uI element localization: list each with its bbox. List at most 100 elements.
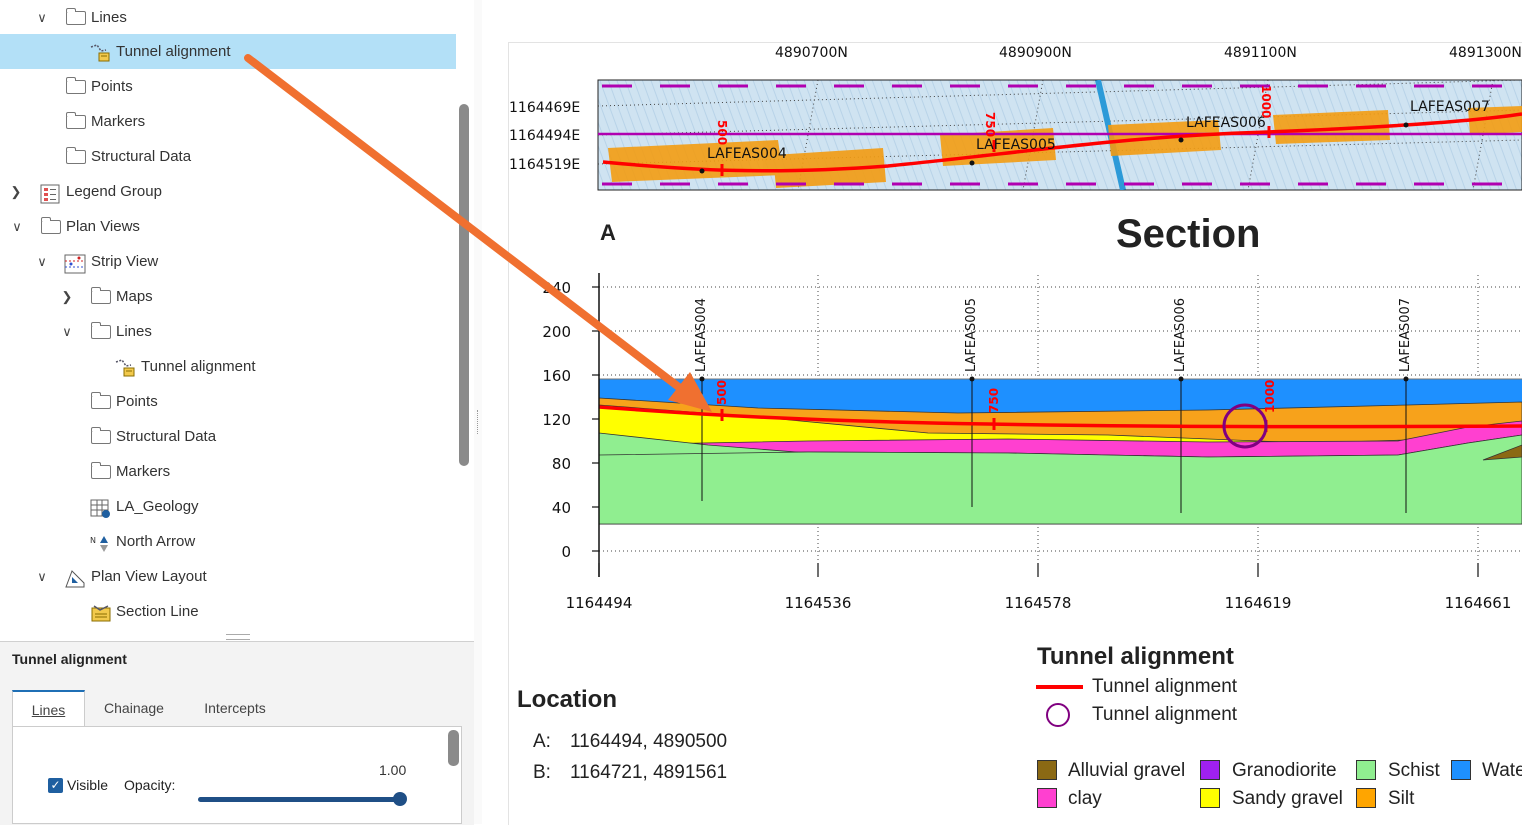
legend-unit-label: Alluvial gravel <box>1068 760 1186 781</box>
folder-icon <box>91 287 111 304</box>
tree-item-label: Plan View Layout <box>91 568 207 585</box>
northing-label: 4890900N <box>999 45 1072 61</box>
tab-lines[interactable]: Lines <box>12 690 85 726</box>
location-b-label: B: <box>533 762 551 783</box>
legend-unit-label: Silt <box>1388 788 1415 809</box>
tab-chainage[interactable]: Chainage <box>92 690 176 726</box>
legend-icon <box>40 182 60 204</box>
y-tick-label: 0 <box>561 543 571 561</box>
properties-title: Tunnel alignment <box>12 651 127 667</box>
tree-item-markers-2[interactable]: Markers <box>0 454 456 489</box>
legend-swatch-sandy-gravel <box>1200 788 1220 808</box>
folder-icon <box>66 8 86 25</box>
svg-text:N: N <box>90 536 96 545</box>
northing-label: 4891100N <box>1224 45 1297 61</box>
plan-strip-map: 4890700N 4890900N 4891100N 4891300N 1164… <box>509 45 1522 191</box>
folder-icon <box>91 392 111 409</box>
tree-item-label: Plan Views <box>66 218 140 235</box>
tree-item-north-arrow[interactable]: N North Arrow <box>0 524 456 559</box>
polyline-icon <box>114 357 135 377</box>
tree-item-plan-views[interactable]: ∨ Plan Views <box>0 209 456 244</box>
location-a-value: 1164494, 4890500 <box>570 731 728 752</box>
y-tick-label: 160 <box>542 367 571 385</box>
section-hole-label: LAFEAS007 <box>1398 298 1413 372</box>
legend-line-swatch <box>1036 685 1083 689</box>
northing-label: 4890700N <box>775 45 848 61</box>
y-tick-label: 200 <box>542 323 571 341</box>
tree-item-section-line[interactable]: Section Line <box>0 594 456 629</box>
tree-item-tunnel-alignment[interactable]: Tunnel alignment <box>0 34 456 69</box>
tab-intercepts[interactable]: Intercepts <box>186 690 284 726</box>
easting-label: 1164469E <box>509 100 580 116</box>
tree-item-label: Strip View <box>91 253 159 270</box>
tree-item-markers[interactable]: Markers <box>0 104 456 139</box>
y-tick-label: 240 <box>542 279 571 297</box>
tree-item-lines-2[interactable]: ∨ Lines <box>0 314 456 349</box>
tree-item-maps[interactable]: ❯ Maps <box>0 279 456 314</box>
section-tunnel-alignment-line <box>599 405 1522 429</box>
tree-item-plan-view-layout[interactable]: ∨ Plan View Layout <box>0 559 456 594</box>
tree-item-points[interactable]: Points <box>0 69 456 104</box>
x-tick-label: 1164494 <box>566 594 633 612</box>
panel-splitter-handle[interactable] <box>226 634 250 640</box>
x-tick-label: 1164619 <box>1225 594 1292 612</box>
legend-circle-swatch <box>1046 703 1070 727</box>
chevron-down-icon[interactable]: ∨ <box>37 254 47 269</box>
tree-item-points-2[interactable]: Points <box>0 384 456 419</box>
legend-unit-label: Granodiorite <box>1232 760 1337 781</box>
visible-checkbox[interactable]: ✓ <box>48 778 63 793</box>
properties-scrollbar-thumb[interactable] <box>448 730 459 766</box>
tree-item-lines[interactable]: ∨ Lines <box>0 0 456 35</box>
opacity-slider[interactable] <box>198 797 400 802</box>
folder-icon <box>91 427 111 444</box>
plan-chainage-label: 500 <box>715 120 729 145</box>
polyline-icon <box>89 42 110 62</box>
legend-line-label: Tunnel alignment <box>1092 676 1238 697</box>
location-a-label: A: <box>533 731 551 752</box>
chevron-down-icon[interactable]: ∨ <box>62 324 72 339</box>
plan-hole-label: LAFEAS004 <box>707 146 787 162</box>
tree-item-legend-group[interactable]: ❯ Legend Group <box>0 174 456 209</box>
tree-item-structural-data[interactable]: Structural Data <box>0 139 456 174</box>
tree-item-label: North Arrow <box>116 533 196 550</box>
chevron-down-icon[interactable]: ∨ <box>12 219 22 234</box>
legend-unit-label: clay <box>1068 788 1102 809</box>
tree-scrollbar-thumb[interactable] <box>459 104 469 466</box>
opacity-value: 1.00 <box>379 762 407 778</box>
table-icon <box>90 497 110 518</box>
chevron-down-icon[interactable]: ∨ <box>37 569 47 584</box>
easting-label: 1164494E <box>509 128 580 144</box>
tree-item-label: Points <box>116 393 158 410</box>
plan-hole-label: LAFEAS007 <box>1410 99 1490 115</box>
plan-tunnel-alignment-line <box>602 112 1522 173</box>
tree-item-tunnel-alignment-2[interactable]: Tunnel alignment <box>0 349 456 384</box>
plan-hole-label: LAFEAS006 <box>1186 115 1266 131</box>
legend-unit-label: Schist <box>1388 760 1440 781</box>
tab-label: Intercepts <box>204 700 266 716</box>
folder-icon <box>91 462 111 479</box>
section-hole-label: LAFEAS004 <box>694 298 709 372</box>
chevron-down-icon[interactable]: ∨ <box>37 10 47 25</box>
chevron-right-icon[interactable]: ❯ <box>10 184 22 199</box>
legend-unit-label: Wate <box>1482 760 1522 781</box>
section-corner-label: A <box>600 220 616 245</box>
vertical-splitter[interactable] <box>474 0 482 824</box>
tree-item-label: Points <box>91 78 133 95</box>
splitter-grip-icon <box>477 410 480 434</box>
tree-item-label: Legend Group <box>66 183 162 200</box>
chevron-right-icon[interactable]: ❯ <box>61 289 73 304</box>
easting-label: 1164519E <box>509 157 580 173</box>
legend-swatch-schist <box>1356 760 1376 780</box>
strip-view-icon <box>64 252 86 274</box>
y-tick-label: 80 <box>552 455 571 473</box>
location-title: Location <box>517 686 617 713</box>
section-view: 240 200 160 120 80 40 0 1164494 1164536 … <box>542 273 1522 612</box>
tree-item-la-geology[interactable]: LA_Geology <box>0 489 456 524</box>
legend-swatch-clay <box>1037 788 1057 808</box>
project-tree-panel: ∨ Lines Tunnel alignment Points Markers … <box>0 0 475 632</box>
tree-item-strip-view[interactable]: ∨ Strip View <box>0 244 456 279</box>
tab-label: Chainage <box>104 700 164 716</box>
tree-item-structural-data-2[interactable]: Structural Data <box>0 419 456 454</box>
x-tick-label: 1164578 <box>1005 594 1072 612</box>
opacity-slider-handle[interactable] <box>393 792 407 806</box>
